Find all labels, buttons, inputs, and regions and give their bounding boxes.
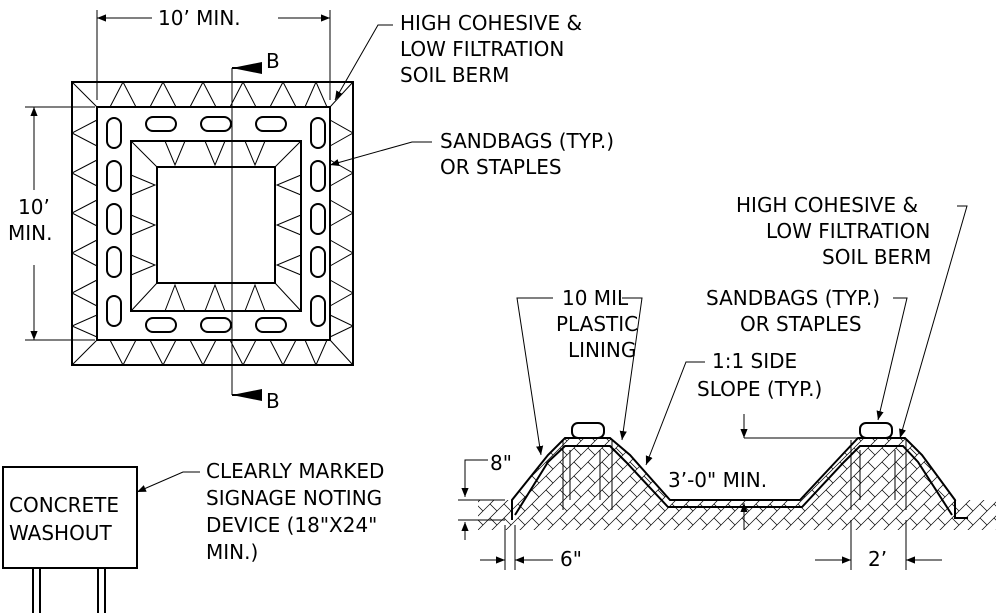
plan-berm-label-1: HIGH COHESIVE & [400, 11, 582, 35]
section-sandbag-label-1: SANDBAGS (TYP.) [706, 286, 880, 310]
section-arrow-bottom [232, 389, 262, 401]
plan-berm-label-3: SOIL BERM [400, 63, 509, 87]
washout-sign: CONCRETE WASHOUT CLEARLY MARKED SIGNAGE … [2, 459, 384, 613]
plan-sandbag-label-2: OR STAPLES [440, 155, 562, 179]
left-dimension-label-1: 10’ [18, 195, 50, 219]
sign-text-1: CONCRETE [9, 493, 119, 517]
inner-slope-triangles [130, 140, 302, 312]
section-berm-label-1: HIGH COHESIVE & [736, 193, 918, 217]
sandbags-plan [106, 116, 326, 333]
slope-label-1: 1:1 SIDE [712, 349, 797, 373]
sign-text-2: WASHOUT [9, 521, 112, 545]
height-dimension-label: 8" [490, 451, 512, 475]
sign-note-2: SIGNAGE NOTING [206, 486, 382, 510]
berm-crest-outer [96, 106, 331, 341]
section-arrow-top [232, 62, 262, 74]
section-mark-bottom: B [266, 389, 280, 413]
sign-board [2, 466, 138, 569]
sign-note-1: CLEARLY MARKED [206, 459, 384, 483]
lining-label-1: 10 MIL [562, 286, 629, 310]
left-dimension-label-2: MIN. [8, 221, 52, 245]
berm-profile [511, 437, 968, 520]
soil-hatch [478, 438, 996, 530]
slope-label-2: SLOPE (TYP.) [697, 377, 822, 401]
six-inch-dimension-label: 6" [560, 547, 582, 571]
lining-label-2: PLASTIC [556, 312, 638, 336]
sandbag-left-section [571, 422, 605, 439]
plan-view: B B 10’ MIN. 10’ MIN. HIGH COHESIVE & LO… [8, 6, 614, 413]
sign-note-4: MIN.) [206, 540, 258, 564]
plan-sandbag-label-1: SANDBAGS (TYP.) [440, 129, 614, 153]
berm-crest-inner [130, 140, 302, 312]
two-foot-dimension-label: 2’ [868, 547, 887, 571]
section-berm-label-2: LOW FILTRATION [766, 219, 930, 243]
plan-berm-label-2: LOW FILTRATION [400, 37, 564, 61]
bottom-dimension-label: 3’-0" MIN. [668, 468, 767, 492]
sign-note-3: DEVICE (18"X24" [206, 513, 377, 537]
top-dimension-label: 10’ MIN. [158, 6, 241, 30]
section-berm-label-3: SOIL BERM [822, 245, 931, 269]
section-sandbag-label-2: OR STAPLES [740, 312, 862, 336]
sandbag-right-section [859, 422, 893, 439]
lining-label-3: LINING [568, 338, 636, 362]
section-view: 10 MIL PLASTIC LINING 1:1 SIDE SLOPE (TY… [458, 193, 996, 571]
outer-slope-triangles [70, 80, 355, 367]
berm-outer-edge [71, 81, 354, 366]
washout-pit-bottom [156, 166, 276, 284]
section-mark-top: B [266, 49, 280, 73]
